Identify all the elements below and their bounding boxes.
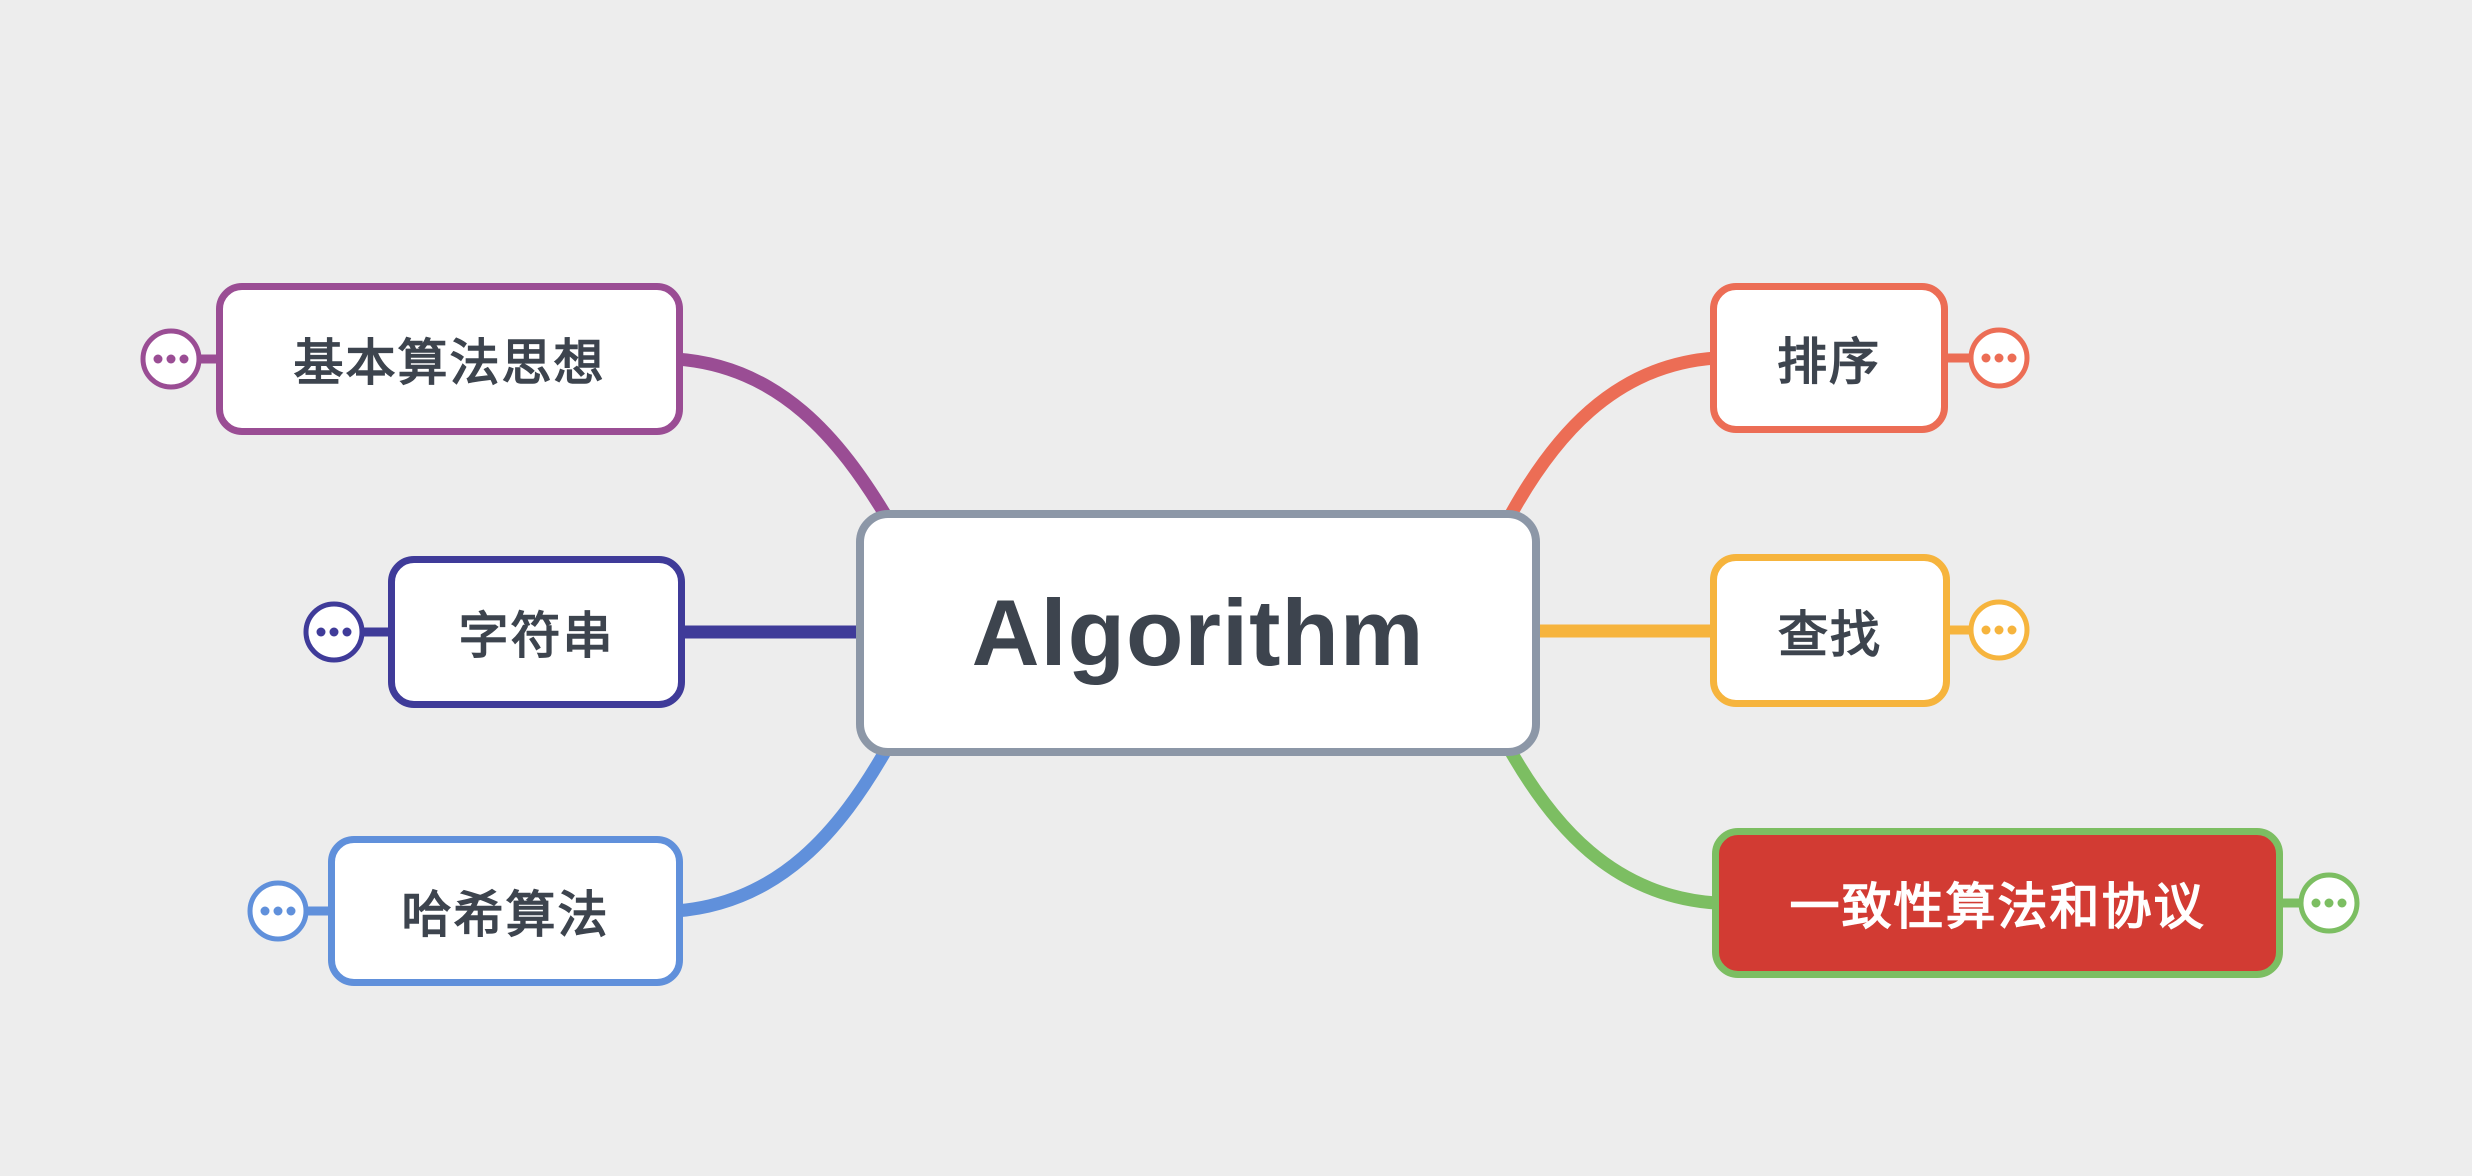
ellipsis-dot xyxy=(329,627,339,637)
ellipsis-dot xyxy=(2311,898,2321,908)
root-topic-algorithm[interactable]: Algorithm xyxy=(856,510,1540,756)
topic-label: 哈希算法 xyxy=(401,887,610,943)
branch-basic-algorithm-ideas xyxy=(669,352,893,523)
ellipsis-dot xyxy=(1994,625,2004,635)
ellipsis-dot xyxy=(2337,898,2347,908)
topic-sorting[interactable]: 排序 xyxy=(1710,283,1948,433)
collapse-toggle-sorting[interactable] xyxy=(1968,327,2030,389)
topic-string[interactable]: 字符串 xyxy=(388,556,685,708)
topic-label: 基本算法思想 xyxy=(293,335,606,391)
topic-label: 排序 xyxy=(1777,334,1881,390)
ellipsis-dot xyxy=(1981,353,1991,363)
collapse-toggle-consensus-algorithms[interactable] xyxy=(2298,872,2360,934)
root-topic-label: Algorithm xyxy=(971,580,1425,685)
ellipsis-dot xyxy=(2007,625,2017,635)
ellipsis-dot xyxy=(273,906,283,916)
collapse-toggle-hash-algorithm[interactable] xyxy=(247,880,309,942)
branch-hash-algorithm xyxy=(669,743,893,918)
collapse-toggle-searching[interactable] xyxy=(1968,599,2030,661)
ellipsis-dot xyxy=(342,627,352,637)
topic-basic-algorithm-ideas[interactable]: 基本算法思想 xyxy=(216,283,683,435)
branch-sorting xyxy=(1503,351,1723,523)
ellipsis-dot xyxy=(179,354,189,364)
ellipsis-dot xyxy=(260,906,270,916)
topic-hash-algorithm[interactable]: 哈希算法 xyxy=(328,836,683,986)
topic-label: 字符串 xyxy=(458,608,615,664)
topic-label: 一致性算法和协议 xyxy=(1789,879,2206,935)
topic-consensus-algorithms-and-protocols[interactable]: 一致性算法和协议 xyxy=(1712,828,2283,978)
collapse-toggle-string[interactable] xyxy=(303,601,365,663)
topic-searching[interactable]: 查找 xyxy=(1710,554,1950,707)
ellipsis-dot xyxy=(166,354,176,364)
ellipsis-dot xyxy=(2324,898,2334,908)
branch-consensus-algorithms xyxy=(1503,743,1723,910)
ellipsis-dot xyxy=(1994,353,2004,363)
ellipsis-dot xyxy=(316,627,326,637)
collapse-toggle-basic-algorithm-ideas[interactable] xyxy=(140,328,202,390)
ellipsis-dot xyxy=(153,354,163,364)
ellipsis-dot xyxy=(1981,625,1991,635)
ellipsis-dot xyxy=(2007,353,2017,363)
topic-label: 查找 xyxy=(1778,606,1882,663)
ellipsis-dot xyxy=(286,906,296,916)
